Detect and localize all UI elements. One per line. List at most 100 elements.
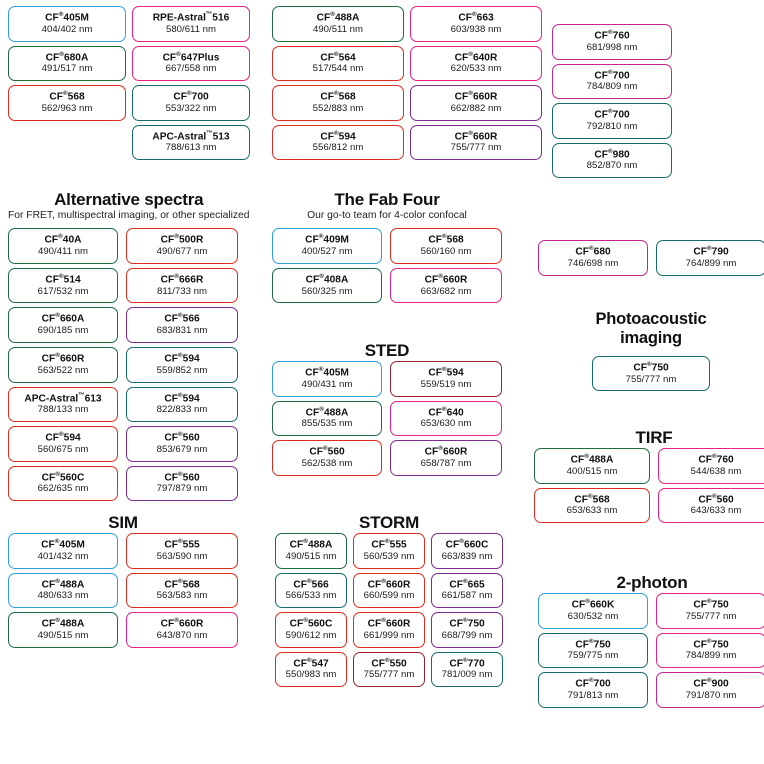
trademark-symbol: ® [58,233,63,241]
dye-name-number: 560 [327,446,345,458]
dye-name: CF®750 [597,361,705,374]
trademark-symbol: ® [381,577,386,585]
dye-wavelengths: 658/787 nm [420,457,472,469]
dye-name-base: CF [305,367,319,379]
dye-name-number: 594 [63,432,81,444]
dye-name-number: 666R [178,274,204,286]
dye-name: CF®760 [557,29,667,42]
dye-name-number: 700 [612,109,630,121]
dye-name-base: CF [49,91,63,103]
dye-wavelengths: 668/799 nm [441,629,493,641]
dye-name-number: 980 [612,149,630,161]
dye-name-number: 594 [338,131,356,143]
dye-name-base: CF [428,406,442,418]
dye-wavelengths: 490/677 nm [156,246,208,258]
dye-name-base: CF [41,578,56,590]
dye-name: CF®750 [436,617,498,630]
dye-wavelengths: 491/517 nm [41,63,93,75]
dye-name: CF®660R [131,617,233,630]
trademark-symbol: ® [462,577,468,585]
dye-wavelengths: 755/777 nm [450,142,502,154]
